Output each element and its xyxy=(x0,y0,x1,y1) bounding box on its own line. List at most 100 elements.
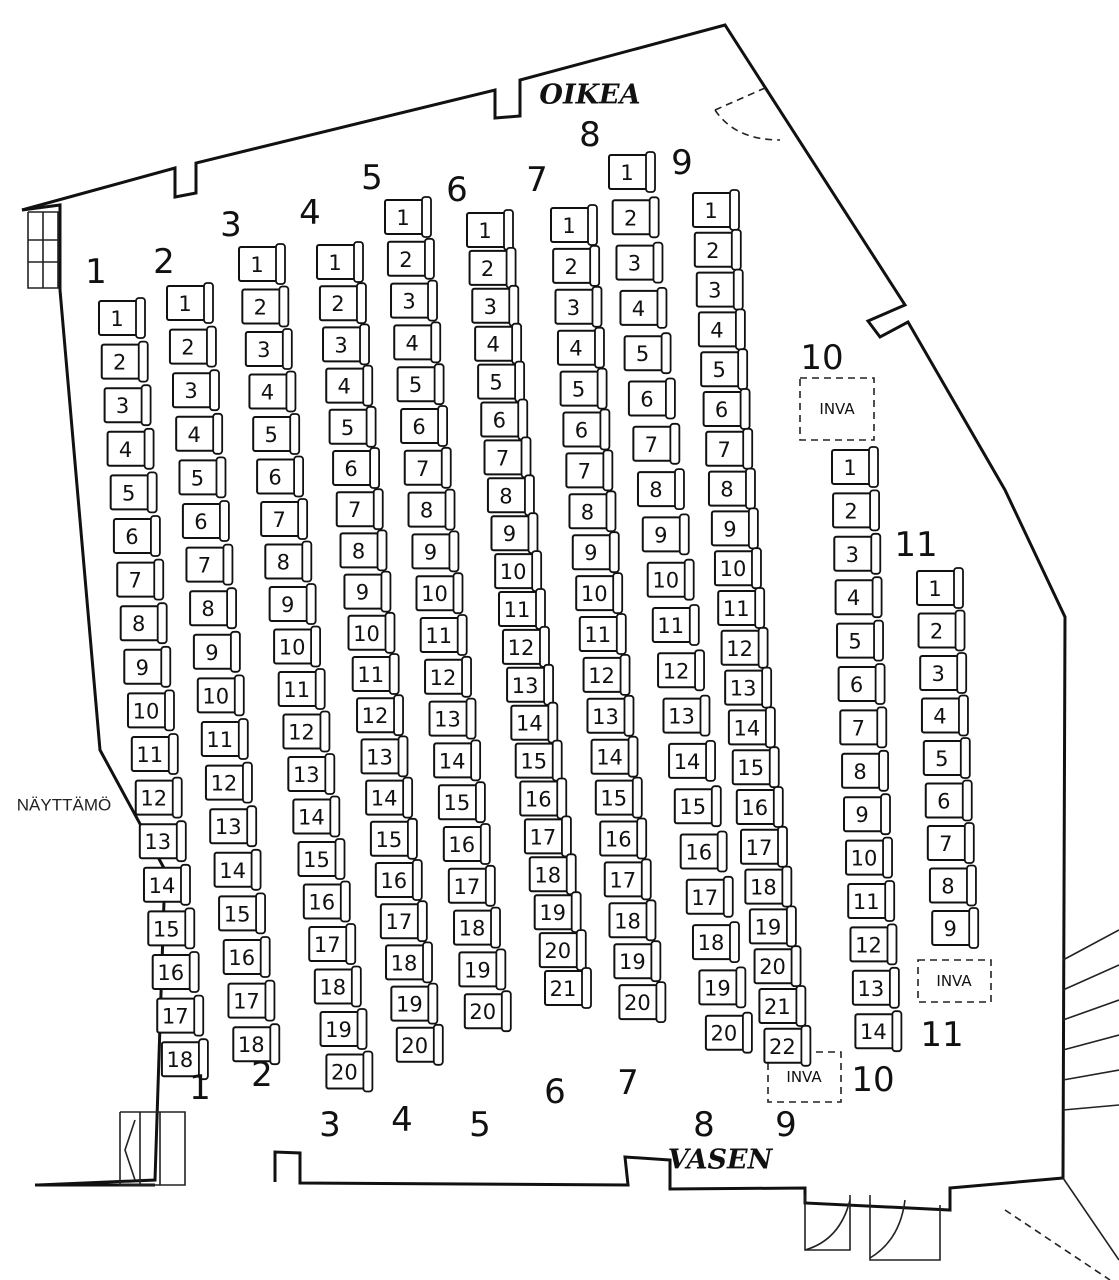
seat[interactable]: 14 xyxy=(727,706,776,749)
seat[interactable]: 3 xyxy=(322,323,370,366)
seat[interactable]: 21 xyxy=(758,985,807,1027)
seat[interactable]: 9 xyxy=(123,645,172,688)
seat[interactable]: 15 xyxy=(218,892,266,935)
seat[interactable]: 19 xyxy=(390,982,439,1025)
seat[interactable]: 9 xyxy=(411,530,460,573)
seat[interactable]: 19 xyxy=(748,905,797,948)
seat[interactable]: 6 xyxy=(924,779,973,822)
seat[interactable]: 19 xyxy=(533,891,582,934)
seat[interactable]: 7 xyxy=(839,706,888,749)
seat[interactable]: 17 xyxy=(603,858,652,901)
seat[interactable]: 16 xyxy=(519,777,568,820)
seat[interactable]: 5 xyxy=(559,367,608,410)
seat[interactable]: 3 xyxy=(615,241,664,284)
seat[interactable]: 18 xyxy=(453,906,501,949)
seat[interactable]: 20 xyxy=(395,1023,444,1066)
seat[interactable]: 1 xyxy=(916,567,964,609)
seat[interactable]: 4 xyxy=(106,427,155,470)
seat[interactable]: 16 xyxy=(151,951,200,993)
seat[interactable]: 18 xyxy=(608,899,657,942)
seat[interactable]: 7 xyxy=(403,446,452,489)
seat[interactable]: 1 xyxy=(466,209,514,251)
seat[interactable]: 9 xyxy=(343,570,392,613)
seat[interactable]: 18 xyxy=(385,941,433,984)
seat[interactable]: 3 xyxy=(244,328,293,370)
seat[interactable]: 15 xyxy=(673,785,722,828)
seat[interactable]: 14 xyxy=(590,735,639,778)
seat[interactable]: 2 xyxy=(386,237,435,280)
seat[interactable]: 9 xyxy=(710,507,759,550)
seat[interactable]: 9 xyxy=(490,512,539,555)
seat[interactable]: 1 xyxy=(316,241,364,283)
seat[interactable]: 8 xyxy=(339,529,388,572)
seat[interactable]: 12 xyxy=(424,655,472,698)
seat[interactable]: 16 xyxy=(442,823,491,865)
seat[interactable]: 2 xyxy=(611,196,660,239)
seat[interactable]: 3 xyxy=(471,284,520,327)
seat[interactable]: 7 xyxy=(260,498,309,540)
seat[interactable]: 18 xyxy=(528,853,577,896)
seat[interactable]: 2 xyxy=(468,246,517,289)
seat[interactable]: 11 xyxy=(351,653,400,695)
seat[interactable]: 14 xyxy=(142,863,191,906)
seat[interactable]: 5 xyxy=(836,619,884,662)
seat[interactable]: 13 xyxy=(851,966,900,1009)
seat[interactable]: 21 xyxy=(544,967,592,1009)
seat[interactable]: 4 xyxy=(697,308,746,351)
seat[interactable]: 18 xyxy=(313,965,362,1008)
seat[interactable]: 14 xyxy=(854,1010,903,1053)
seat[interactable]: 9 xyxy=(931,907,980,949)
seat[interactable]: 3 xyxy=(833,532,882,575)
seat[interactable]: 10 xyxy=(713,547,762,590)
seat[interactable]: 8 xyxy=(928,864,977,907)
seat[interactable]: 1 xyxy=(692,189,740,231)
seat[interactable]: 12 xyxy=(720,626,769,669)
seat[interactable]: 15 xyxy=(514,739,563,782)
seat[interactable]: 17 xyxy=(523,815,572,858)
seat[interactable]: 20 xyxy=(704,1011,753,1054)
seat[interactable]: 7 xyxy=(632,422,681,465)
seat[interactable]: 10 xyxy=(273,625,322,668)
seat[interactable]: 6 xyxy=(562,408,611,451)
seat[interactable]: 6 xyxy=(480,398,529,441)
seat[interactable]: 17 xyxy=(156,994,205,1037)
seat[interactable]: 3 xyxy=(390,279,438,322)
seat[interactable]: 10 xyxy=(494,550,543,592)
seat[interactable]: 2 xyxy=(552,244,601,287)
seat[interactable]: 3 xyxy=(919,652,968,694)
seat[interactable]: 13 xyxy=(428,697,477,740)
seat[interactable]: 5 xyxy=(623,332,672,375)
seat[interactable]: 16 xyxy=(222,936,271,978)
seat[interactable]: 9 xyxy=(571,531,620,574)
seat[interactable]: 14 xyxy=(433,739,482,782)
seat[interactable]: 16 xyxy=(599,817,648,860)
seat[interactable]: 17 xyxy=(308,923,357,965)
seat[interactable]: 11 xyxy=(717,587,766,629)
seat[interactable]: 15 xyxy=(147,907,196,950)
seat[interactable]: 16 xyxy=(374,859,423,901)
seat[interactable]: 20 xyxy=(753,945,802,988)
seat[interactable]: 6 xyxy=(702,388,751,430)
seat[interactable]: 17 xyxy=(379,900,428,943)
seat[interactable]: 6 xyxy=(112,515,161,557)
seat[interactable]: 15 xyxy=(297,838,346,880)
seat[interactable]: 11 xyxy=(200,718,249,760)
seat[interactable]: 6 xyxy=(332,447,381,489)
seat[interactable]: 4 xyxy=(393,321,442,364)
seat[interactable]: 4 xyxy=(556,326,605,369)
seat[interactable]: 7 xyxy=(483,436,532,479)
seat[interactable]: 8 xyxy=(189,587,238,630)
seat[interactable]: 1 xyxy=(238,243,286,285)
seat[interactable]: 11 xyxy=(498,588,546,630)
seat[interactable]: 12 xyxy=(204,761,253,804)
seat[interactable]: 19 xyxy=(319,1008,368,1050)
seat[interactable]: 10 xyxy=(646,558,695,601)
seat[interactable]: 10 xyxy=(126,689,175,732)
seat[interactable]: 15 xyxy=(369,817,418,860)
seat[interactable]: 5 xyxy=(178,456,227,499)
seat[interactable]: 6 xyxy=(627,377,676,420)
seat[interactable]: 9 xyxy=(843,793,891,836)
seat[interactable]: 11 xyxy=(130,733,179,775)
seat[interactable]: 20 xyxy=(618,981,667,1023)
seat[interactable]: 20 xyxy=(538,929,587,971)
